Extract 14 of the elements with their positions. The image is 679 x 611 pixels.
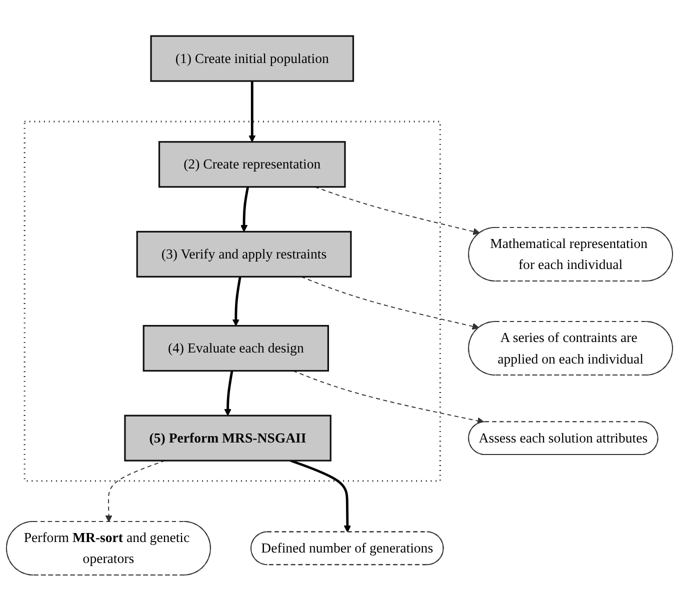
arrow xyxy=(240,186,250,232)
node-box: (2) Create representation xyxy=(158,141,346,188)
node-box: (3) Verify and apply restraints xyxy=(136,230,352,278)
arrow xyxy=(248,81,256,142)
node-box: (5) Perform MRS-NSGAII xyxy=(124,414,332,462)
arrow xyxy=(292,370,484,424)
node-box: (4) Evaluate each design xyxy=(142,324,329,372)
arrow xyxy=(290,459,351,532)
arrow xyxy=(314,186,480,236)
arrow xyxy=(224,370,234,416)
node-box: (1) Create initial population xyxy=(150,35,354,82)
arrow xyxy=(232,276,242,326)
arrow xyxy=(300,276,480,330)
arrow xyxy=(105,460,166,522)
